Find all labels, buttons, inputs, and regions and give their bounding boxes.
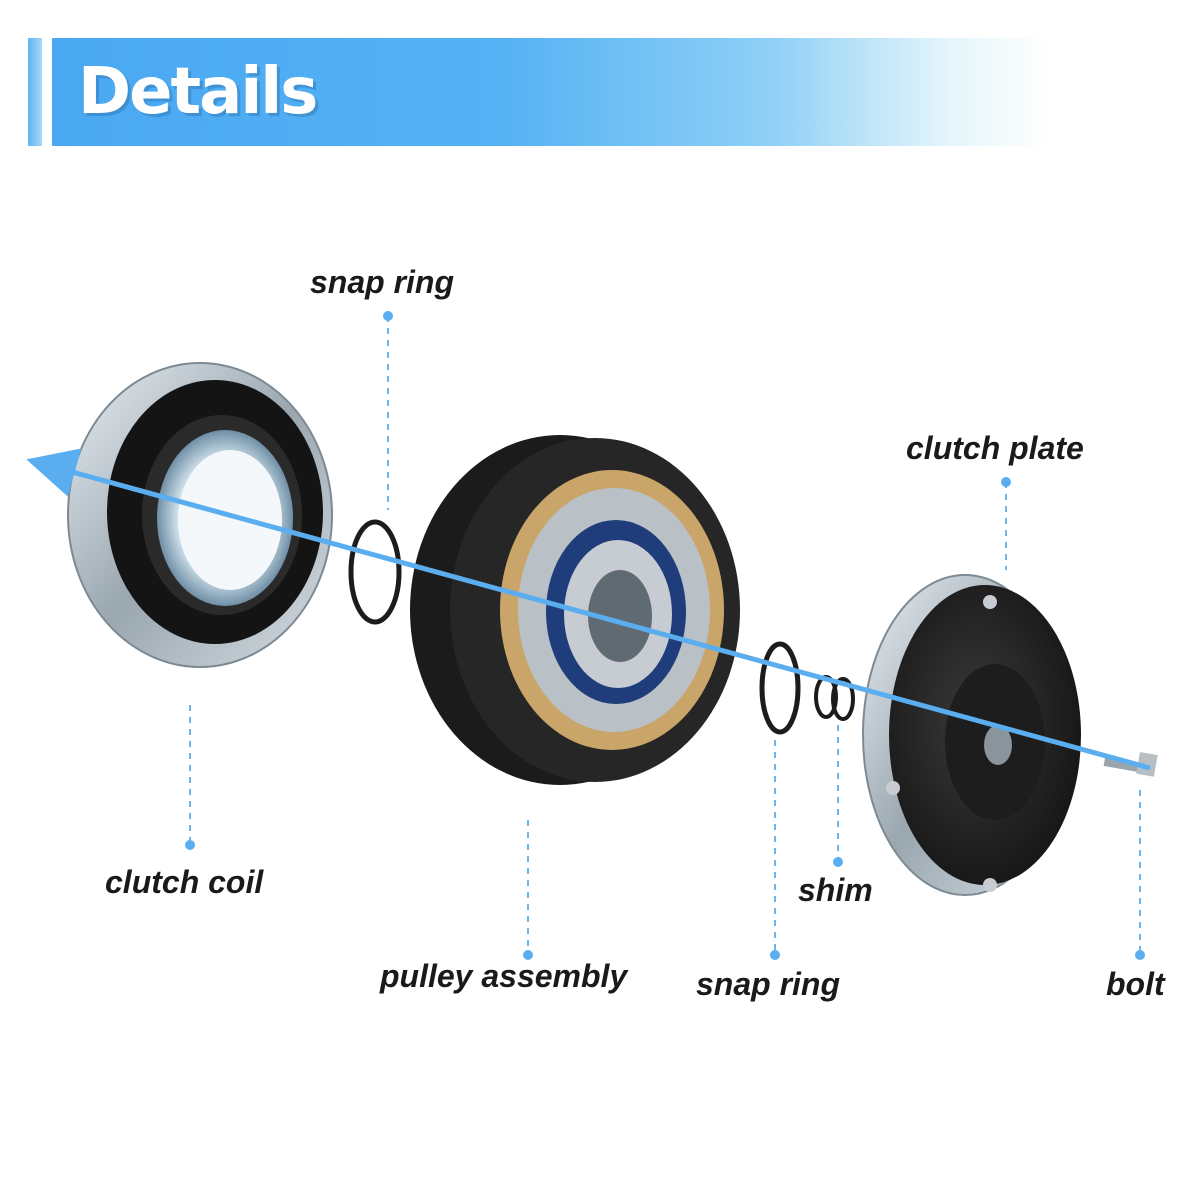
clutch-plate-part	[862, 574, 1081, 896]
label-shim: shim	[798, 872, 873, 908]
leader-dots	[185, 311, 1145, 960]
page-title: Details	[78, 55, 318, 129]
label-snap-ring-top: snap ring	[310, 264, 455, 300]
label-clutch-coil: clutch coil	[105, 864, 264, 900]
leader-lines	[189, 316, 1141, 955]
label-clutch-plate: clutch plate	[906, 430, 1084, 466]
assembly-axis-arrow	[26, 448, 1151, 771]
snap-ring-top-part	[348, 519, 402, 625]
snap-ring-bottom-part	[759, 641, 801, 735]
pulley-assembly-part	[410, 435, 740, 785]
label-bolt: bolt	[1106, 966, 1165, 1002]
bolt-part	[1103, 752, 1158, 777]
header-accent-bar	[28, 38, 42, 146]
label-pulley-assembly: pulley assembly	[380, 958, 628, 994]
header-banner	[52, 38, 1052, 146]
label-snap-ring-bottom: snap ring	[696, 966, 841, 1002]
clutch-coil-part	[67, 362, 333, 668]
